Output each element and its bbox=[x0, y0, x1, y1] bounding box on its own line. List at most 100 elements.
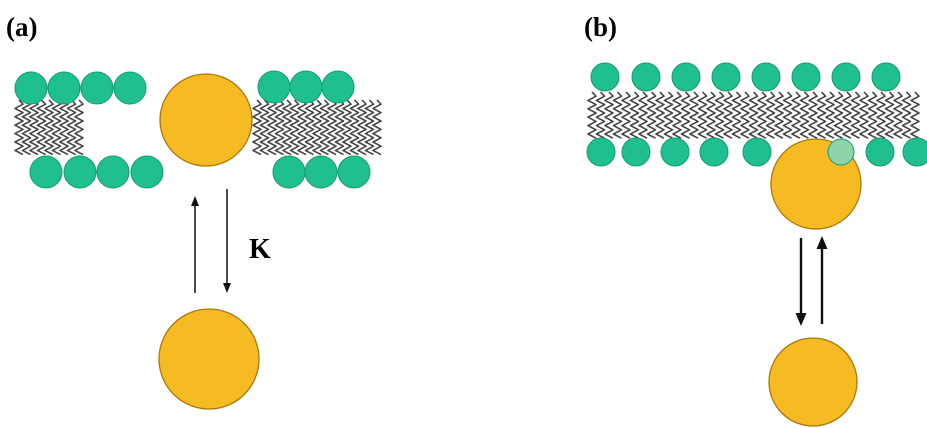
lipid-tail-icon bbox=[765, 91, 776, 139]
lipid-tail-icon bbox=[910, 91, 920, 139]
lipid-tail-icon bbox=[59, 99, 69, 156]
lipid-tail-icon bbox=[312, 99, 322, 156]
lipid-tail-icon bbox=[74, 99, 84, 156]
lipid-head-icon bbox=[257, 70, 291, 104]
lipid-tail-icon bbox=[842, 91, 852, 139]
equilibrium-constant-label: K bbox=[249, 234, 271, 265]
lipid-tail-icon bbox=[319, 99, 330, 156]
lipid-head-icon bbox=[671, 62, 701, 92]
lipid-tail-icon bbox=[723, 91, 733, 139]
lipid-tail-icon bbox=[612, 91, 623, 139]
lipid-tail-icon bbox=[289, 99, 300, 156]
lipid-tail-icon bbox=[297, 99, 307, 156]
lipid-tail-icon bbox=[774, 91, 784, 139]
lipid-tail-icon bbox=[629, 91, 640, 139]
lipid-tail-icon bbox=[364, 99, 375, 156]
lipid-head-icon bbox=[871, 62, 901, 92]
up-arrow-head bbox=[816, 236, 828, 249]
lipid-head-icon bbox=[865, 137, 895, 167]
lipid-head-icon bbox=[831, 62, 861, 92]
lipid-tail-icon bbox=[621, 91, 631, 139]
lipid-tail-icon bbox=[304, 99, 315, 156]
lipid-tail-icon bbox=[44, 99, 54, 156]
lipid-head-icon bbox=[742, 137, 772, 167]
lipid-head-icon bbox=[791, 62, 821, 92]
lipid-tail-icon bbox=[29, 99, 39, 156]
panel-b bbox=[586, 62, 927, 427]
lipid-tail-icon bbox=[66, 99, 77, 156]
lipid-tail-icon bbox=[833, 91, 844, 139]
lipid-head-icon bbox=[14, 71, 48, 105]
down-arrow-head bbox=[223, 283, 231, 293]
lipid-tail-icon bbox=[876, 91, 886, 139]
lipid-head-icon bbox=[96, 155, 130, 189]
lipid-head-icon bbox=[621, 137, 651, 167]
lipid-head-icon bbox=[304, 155, 338, 189]
free-particle bbox=[768, 337, 858, 427]
lipid-head-icon bbox=[337, 155, 371, 189]
lipid-tail-icon bbox=[850, 91, 861, 139]
lipid-tail-icon bbox=[595, 91, 606, 139]
lipid-tail-icon bbox=[808, 91, 818, 139]
lipid-tail-icon bbox=[342, 99, 352, 156]
lipid-head-icon bbox=[711, 62, 741, 92]
membrane-bound-particle bbox=[159, 73, 253, 167]
lipid-tail-icon bbox=[21, 99, 32, 156]
lipid-tail-icon bbox=[259, 99, 270, 156]
lipid-tail-icon bbox=[357, 99, 367, 156]
lipid-head-icon bbox=[660, 137, 690, 167]
lipid-tail-icon bbox=[587, 91, 597, 139]
lipid-tail-icon bbox=[706, 91, 716, 139]
lipid-head-icon bbox=[47, 71, 81, 105]
lipid-tail-icon bbox=[859, 91, 869, 139]
lipid-tail-icon bbox=[893, 91, 903, 139]
lipid-tail-icon bbox=[349, 99, 360, 156]
lipid-head-icon bbox=[586, 137, 616, 167]
lipid-tail-icon bbox=[672, 91, 682, 139]
lipid-tail-icon bbox=[372, 99, 382, 156]
lipid-tail-icon bbox=[867, 91, 878, 139]
lipid-head-icon bbox=[590, 62, 620, 92]
lipid-tail-icon bbox=[731, 91, 742, 139]
lipid-head-icon bbox=[130, 155, 164, 189]
lipid-tail-icon bbox=[663, 91, 674, 139]
lipid-head-icon bbox=[321, 70, 355, 104]
lipid-tail-icon bbox=[714, 91, 725, 139]
lipid-tail-icon bbox=[274, 99, 285, 156]
lipid-head-icon bbox=[63, 155, 97, 189]
lipid-tail-icon bbox=[689, 91, 699, 139]
lipid-tail-icon bbox=[282, 99, 292, 156]
lipid-tail-icon bbox=[646, 91, 657, 139]
lipid-tail-icon bbox=[655, 91, 665, 139]
lipid-tail-icon bbox=[51, 99, 62, 156]
lipid-tail-icon bbox=[825, 91, 835, 139]
lipid-head-icon bbox=[80, 71, 114, 105]
lipid-head-icon bbox=[902, 137, 927, 167]
lipid-tail-icon bbox=[782, 91, 793, 139]
panel-a-label: (a) bbox=[6, 12, 38, 42]
lipid-tail-icon bbox=[799, 91, 810, 139]
lipid-head-icon bbox=[272, 155, 306, 189]
panel-a bbox=[14, 70, 382, 410]
lipid-tail-icon bbox=[604, 91, 614, 139]
lipid-tail-icon bbox=[680, 91, 691, 139]
lipid-head-icon bbox=[827, 138, 855, 166]
lipid-tail-icon bbox=[757, 91, 767, 139]
lipid-tail-icon bbox=[14, 99, 24, 156]
lipid-tail-icon bbox=[740, 91, 750, 139]
free-particle bbox=[158, 308, 260, 410]
lipid-head-icon bbox=[289, 70, 323, 104]
lipid-tail-icon bbox=[884, 91, 895, 139]
lipid-tail-icon bbox=[901, 91, 912, 139]
lipid-tail-icon bbox=[791, 91, 801, 139]
lipid-tail-icon bbox=[252, 99, 262, 156]
lipid-tail-icon bbox=[638, 91, 648, 139]
lipid-tail-icon bbox=[697, 91, 708, 139]
lipid-head-icon bbox=[751, 62, 781, 92]
lipid-tail-icon bbox=[36, 99, 47, 156]
lipid-tail-icon bbox=[327, 99, 337, 156]
lipid-tail-icon bbox=[748, 91, 759, 139]
panel-b-label: (b) bbox=[584, 12, 617, 42]
up-arrow-head bbox=[191, 196, 199, 206]
